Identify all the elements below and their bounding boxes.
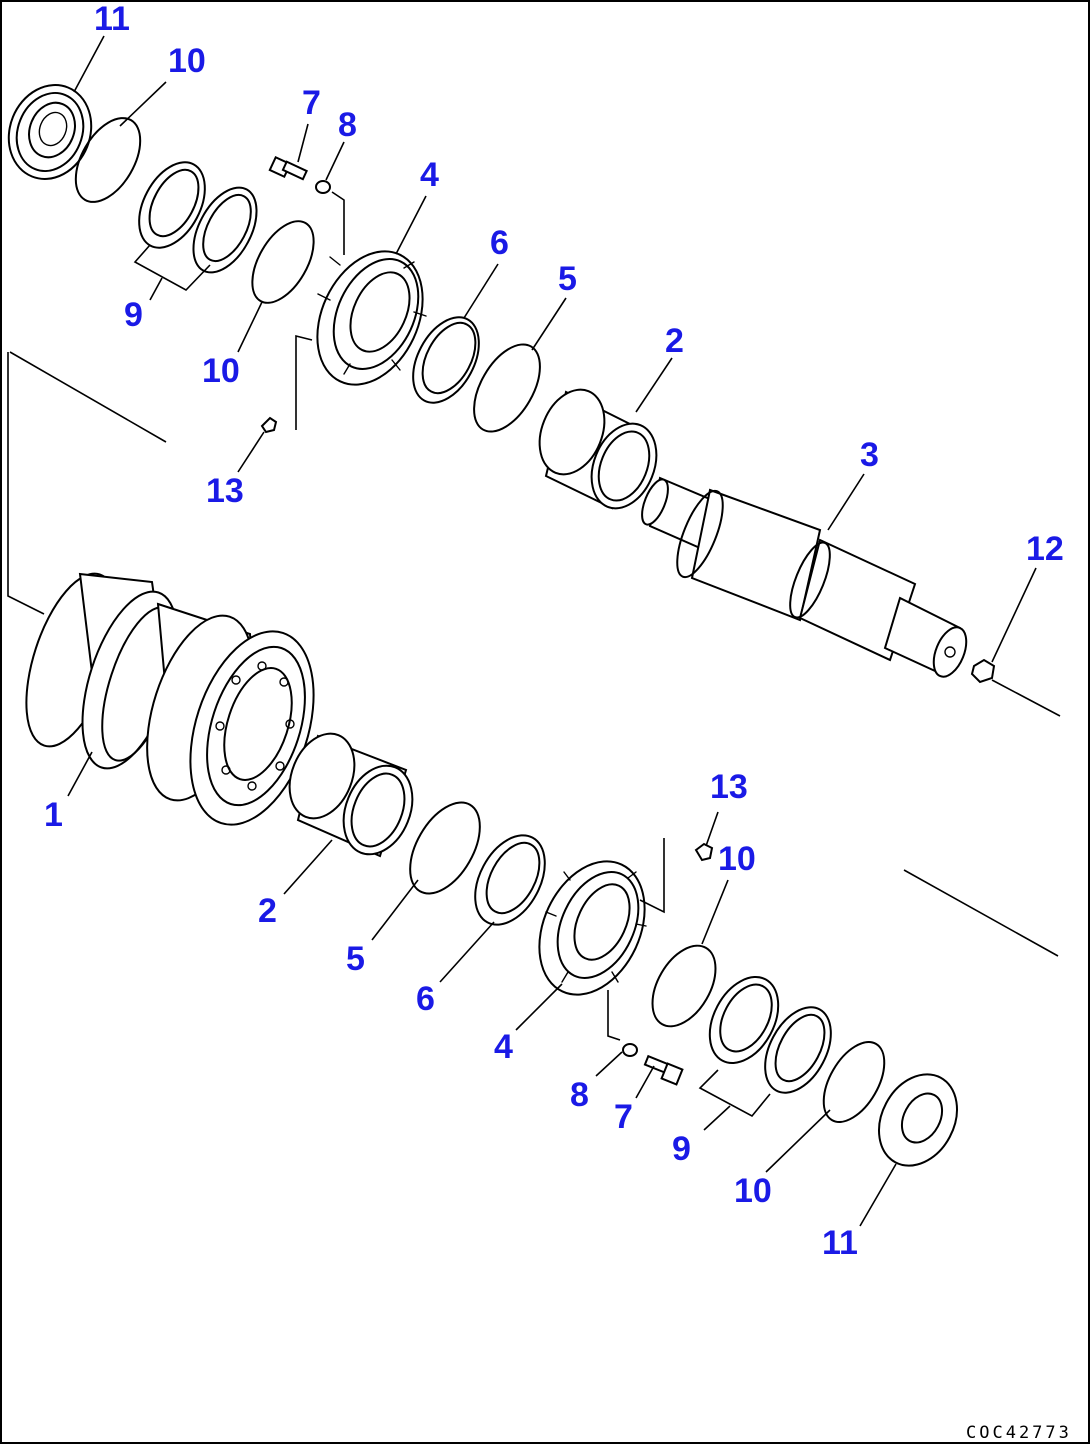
part-2-bushing-lower	[288, 732, 414, 858]
callout-8-upper: 8	[338, 106, 357, 144]
callout-5-lower: 5	[346, 940, 365, 978]
part-10-o-ring-lower-1	[651, 944, 717, 1028]
leader-13-to-4-upper	[295, 334, 313, 430]
callout-8-lower: 8	[570, 1076, 589, 1114]
part-4-retainer-upper	[316, 250, 427, 386]
centerline-left-bracket	[7, 352, 45, 615]
callout-6-upper: 6	[490, 224, 509, 262]
part-11-floating-seal-lower	[878, 1073, 958, 1167]
callout-2-lower: 2	[258, 892, 277, 930]
part-9-seal-pair-lower	[698, 976, 832, 1118]
callout-10-lower-1: 10	[718, 840, 756, 878]
centerline-right-lower	[903, 869, 1059, 957]
callout-10-lower-2: 10	[734, 1172, 772, 1210]
callout-leaders	[67, 35, 1037, 1227]
part-8-washer-lower	[622, 1043, 638, 1057]
leader-13-to-4-lower	[639, 838, 665, 914]
callout-9-upper: 9	[124, 296, 143, 334]
callout-labels: 11 10 7 8 4 6 5 2 9 10 13 3 12 1 13 10 2…	[44, 0, 1064, 1262]
part-10-o-ring-lower-2	[822, 1041, 886, 1123]
leader-8-to-4-lower	[607, 990, 621, 1041]
callout-13-upper: 13	[206, 472, 244, 510]
part-9-seal-pair-upper	[133, 161, 258, 291]
callout-12: 12	[1026, 530, 1064, 568]
callout-4-lower: 4	[494, 1028, 513, 1066]
callout-4-upper: 4	[420, 156, 439, 194]
part-10-o-ring-upper-1	[74, 117, 142, 203]
callout-5-upper: 5	[558, 260, 577, 298]
part-8-washer-upper	[315, 180, 331, 194]
callout-3: 3	[860, 436, 879, 474]
part-10-o-ring-upper-2	[251, 220, 315, 304]
part-5-o-ring-lower	[409, 801, 481, 895]
part-6-thrust-ring-lower	[474, 834, 546, 926]
callout-9-lower: 9	[672, 1130, 691, 1168]
centerline-right-upper	[991, 679, 1061, 717]
part-12-plug	[970, 658, 996, 684]
centerline-left-upper	[9, 351, 167, 443]
callout-2-upper: 2	[665, 322, 684, 360]
part-7-bolt-upper	[268, 155, 308, 181]
callout-11-upper: 11	[94, 0, 130, 38]
part-1-roller-body	[25, 572, 315, 826]
part-2-bushing-upper	[538, 388, 658, 510]
callout-11-lower: 11	[822, 1224, 858, 1262]
part-13-plug-upper	[260, 416, 278, 434]
part-7-bolt-lower	[643, 1054, 684, 1086]
part-4-retainer-lower	[538, 860, 647, 996]
callout-10-upper-2: 10	[202, 352, 240, 390]
part-3-shaft	[641, 476, 968, 678]
part-6-thrust-ring-upper	[412, 316, 480, 404]
drawing-code: COC42773	[966, 1423, 1072, 1443]
callout-7-lower: 7	[614, 1098, 633, 1136]
leader-8-to-4-upper	[331, 191, 345, 255]
callout-6-lower: 6	[416, 980, 435, 1018]
callout-13-lower: 13	[710, 768, 748, 806]
part-13-plug-lower	[694, 842, 714, 862]
callout-10-upper-1: 10	[168, 42, 206, 80]
part-5-o-ring-upper	[473, 343, 541, 433]
part-11-floating-seal-upper	[7, 84, 93, 180]
callout-1: 1	[44, 796, 63, 834]
callout-7-upper: 7	[302, 84, 321, 122]
